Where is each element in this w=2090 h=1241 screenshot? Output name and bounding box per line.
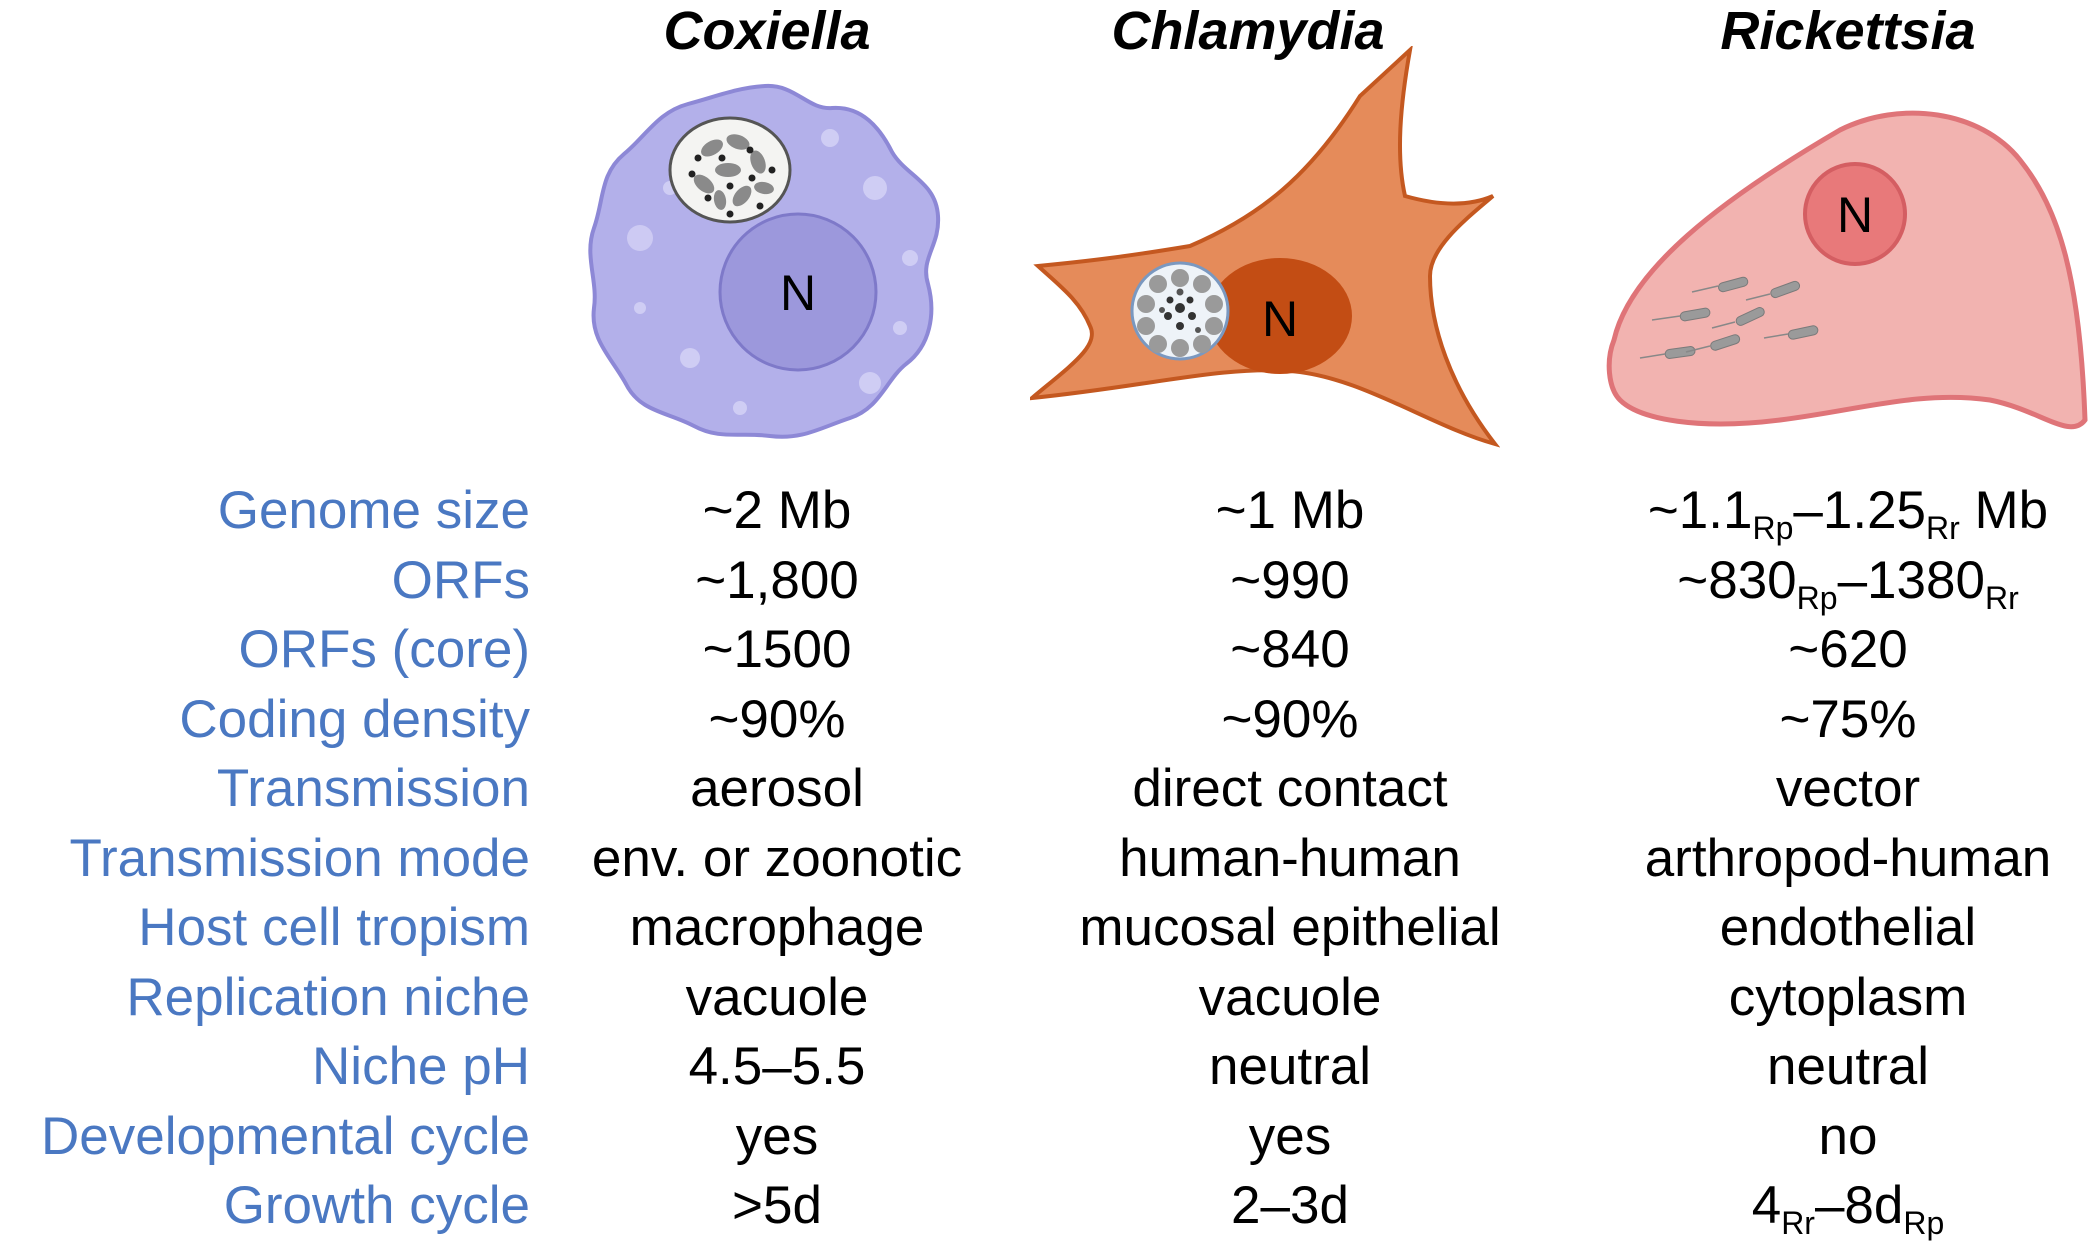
value-part: ~830 (1677, 550, 1797, 610)
species-subscript: Rp (1796, 579, 1838, 616)
header-rickettsia: Rickettsia (1720, 1, 1976, 61)
row-label-transmission-mode: Transmission mode (69, 828, 530, 888)
value-rickettsia-genome-size: ~1.1Rp–1.25Rr Mb (1647, 480, 2049, 544)
rickettsia-bacteria (1664, 276, 1819, 359)
nucleus-label: N (1837, 187, 1873, 243)
species-subscript: Rr (1781, 1205, 1815, 1241)
value-rickettsia-host-cell-tropism: endothelial (1719, 898, 1977, 957)
row-label-host-cell-tropism: Host cell tropism (138, 898, 530, 957)
value-coxiella-orfs: ~1,800 (695, 550, 859, 610)
value-rickettsia-transmission: vector (1775, 759, 1921, 818)
value-coxiella-orfs-core: ~1500 (702, 620, 852, 679)
value-part: 4 (1751, 1176, 1782, 1235)
value-rickettsia-niche-ph: neutral (1766, 1037, 1930, 1096)
row-label-replication-niche: Replication niche (126, 967, 530, 1027)
row-label-developmental-cycle: Developmental cycle (40, 1106, 530, 1166)
value-rickettsia-growth-cycle: 4Rr–8dRp (1751, 1175, 1945, 1239)
value-coxiella-transmission-mode: env. or zoonotic (591, 828, 963, 888)
value-coxiella-growth-cycle: >5d (732, 1176, 822, 1235)
value-chlamydia-developmental-cycle: yes (1248, 1106, 1332, 1166)
value-coxiella-host-cell-tropism: macrophage (629, 898, 925, 957)
row-label-orfs-core: ORFs (core) (238, 620, 531, 679)
header-coxiella: Coxiella (663, 1, 871, 61)
coxiella-macrophage-illustration: N (588, 83, 941, 439)
header-chlamydia: Chlamydia (1111, 1, 1385, 61)
value-part: –1380 (1837, 550, 1985, 610)
rickettsia-endothelial-illustration: N (1606, 110, 2088, 430)
species-subscript: Rp (1752, 510, 1794, 547)
value-rickettsia-transmission-mode: arthropod-human (1644, 828, 2052, 888)
value-coxiella-developmental-cycle: yes (735, 1106, 819, 1166)
value-chlamydia-orfs-core: ~840 (1230, 620, 1350, 679)
value-rickettsia-coding-density: ~75% (1779, 689, 1917, 749)
endothelial-cell-body (1606, 110, 2088, 430)
value-chlamydia-niche-ph: neutral (1208, 1037, 1372, 1096)
value-chlamydia-transmission: direct contact (1132, 759, 1448, 818)
row-label-coding-density: Coding density (179, 689, 530, 749)
row-label-orfs: ORFs (391, 550, 530, 610)
row-label-growth-cycle: Growth cycle (223, 1176, 530, 1235)
value-coxiella-coding-density: ~90% (708, 689, 846, 749)
row-label-transmission: Transmission (216, 759, 530, 818)
value-chlamydia-genome-size: ~1 Mb (1215, 481, 1365, 540)
value-rickettsia-orfs-core: ~620 (1788, 620, 1908, 679)
value-coxiella-replication-niche: vacuole (685, 967, 869, 1027)
value-chlamydia-orfs: ~990 (1230, 550, 1350, 610)
nucleus (1803, 162, 1907, 266)
rickettsia-actin-tails (1639, 285, 1789, 359)
species-subscript: Rr (1926, 510, 1960, 547)
value-coxiella-genome-size: ~2 Mb (702, 481, 852, 540)
nucleus-label: N (1262, 291, 1298, 347)
value-part: ~1.1 (1647, 481, 1753, 540)
chlamydia-inclusion (1130, 261, 1230, 361)
value-chlamydia-replication-niche: vacuole (1198, 967, 1382, 1027)
value-part: –8d (1814, 1176, 1904, 1235)
chlamydia-epithelial-illustration: N (1030, 46, 1500, 448)
nucleus (718, 212, 878, 372)
value-chlamydia-host-cell-tropism: mucosal epithelial (1079, 898, 1501, 957)
value-rickettsia-replication-niche: cytoplasm (1728, 967, 1968, 1027)
value-chlamydia-transmission-mode: human-human (1119, 828, 1461, 888)
row-label-genome-size: Genome size (217, 481, 530, 540)
species-subscript: Rp (1903, 1205, 1945, 1241)
value-part: –1.25 (1793, 481, 1927, 540)
value-chlamydia-coding-density: ~90% (1221, 689, 1359, 749)
nucleus-label: N (780, 265, 816, 321)
epithelial-cell-body (1030, 46, 1500, 448)
value-rickettsia-orfs: ~830Rp–1380Rr (1677, 550, 2018, 614)
value-coxiella-transmission: aerosol (690, 759, 864, 818)
coxiella-vacuole (668, 116, 792, 224)
value-rickettsia-developmental-cycle: no (1818, 1106, 1878, 1166)
species-subscript: Rr (1984, 579, 2019, 616)
value-chlamydia-growth-cycle: 2–3d (1231, 1176, 1349, 1235)
nucleus (1208, 258, 1352, 374)
row-label-niche-ph: Niche pH (312, 1037, 530, 1096)
value-coxiella-niche-ph: 4.5–5.5 (688, 1037, 866, 1096)
value-part: Mb (1959, 481, 2049, 540)
